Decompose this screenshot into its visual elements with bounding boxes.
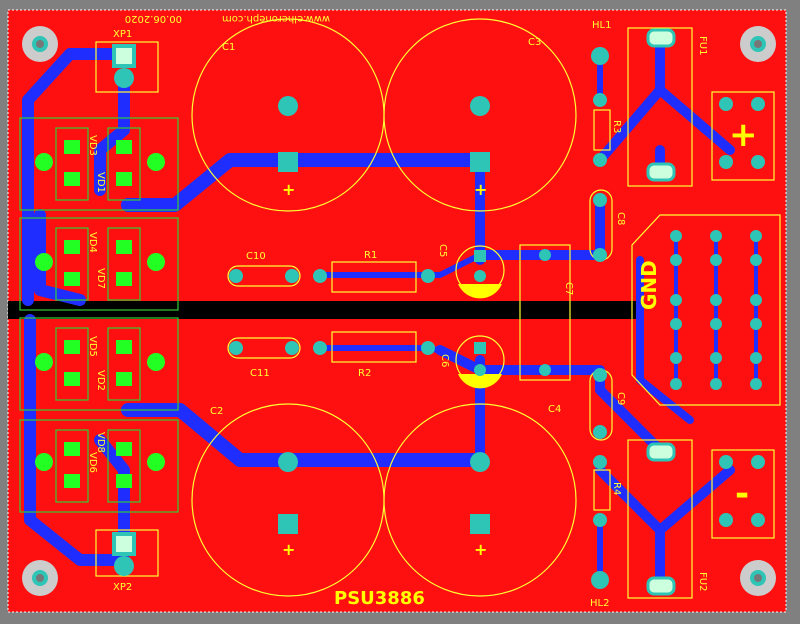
label-c2: C2	[210, 406, 223, 417]
label-vd4: VD4	[87, 232, 98, 253]
label-vd1: VD1	[95, 172, 106, 193]
gnd-pad	[670, 318, 682, 330]
label-fu2: FU2	[697, 572, 708, 591]
gnd-pad	[710, 378, 722, 390]
label-vd6: VD6	[87, 452, 98, 473]
label-vd3: VD3	[87, 135, 98, 156]
diode-pads	[35, 140, 165, 488]
label-r3: R3	[611, 120, 622, 133]
gnd-pad	[710, 352, 722, 364]
through-hole-pads	[112, 28, 765, 596]
board-name: PSU3886	[334, 588, 425, 609]
gnd-pad	[670, 230, 682, 242]
label-hl1: HL1	[592, 20, 611, 31]
label-c7: C7	[563, 282, 574, 295]
gnd-pad	[750, 352, 762, 364]
label-c11: C11	[250, 368, 270, 379]
gnd-pad	[710, 318, 722, 330]
label-vd2: VD2	[95, 370, 106, 391]
label-c6: C6	[439, 354, 450, 367]
label-hl2: HL2	[590, 598, 609, 609]
label-date: 00.06.2020	[125, 13, 182, 24]
label-url: www.elheroneph.com	[222, 13, 330, 24]
c2-plus-mark: +	[282, 540, 295, 559]
mounting-holes	[22, 26, 776, 596]
c4-plus-mark: +	[474, 540, 487, 559]
ground-split-band	[8, 301, 638, 319]
gnd-label: GND	[637, 260, 661, 310]
gnd-pad	[750, 230, 762, 242]
minus-label: -	[735, 474, 749, 514]
silkscreen-labels: XP1 XP2 C1 C3 C2 C4 C10 C11 R1 R2 HL1 HL…	[87, 13, 758, 609]
c3-plus-mark: +	[474, 180, 487, 199]
label-c8: C8	[615, 212, 626, 225]
label-r1: R1	[364, 250, 377, 261]
gnd-pad	[750, 254, 762, 266]
label-c3: C3	[528, 37, 541, 48]
label-vd7: VD7	[95, 268, 106, 289]
gnd-pad-grid	[670, 230, 762, 390]
c1-plus-mark: +	[282, 180, 295, 199]
gnd-pad	[670, 352, 682, 364]
label-c9: C9	[615, 392, 626, 405]
gnd-pad	[750, 294, 762, 306]
gnd-pad	[710, 254, 722, 266]
gnd-pad	[670, 254, 682, 266]
diode-outlines	[19, 117, 179, 513]
label-c10: C10	[246, 251, 266, 262]
label-c4: C4	[548, 404, 561, 415]
electrolytic-capacitors	[191, 18, 577, 597]
label-xp1: XP1	[113, 29, 132, 40]
label-r4: R4	[611, 482, 622, 495]
gnd-pad	[710, 230, 722, 242]
c5-polarity-fill	[458, 284, 502, 299]
label-vd8: VD8	[95, 432, 106, 453]
label-vd5: VD5	[87, 336, 98, 357]
c6-polarity-fill	[458, 374, 502, 389]
gnd-pad	[670, 378, 682, 390]
label-fu1: FU1	[697, 36, 708, 55]
plus-label: +	[729, 115, 758, 155]
label-xp2: XP2	[113, 582, 132, 593]
label-c5: C5	[437, 244, 448, 257]
gnd-pad	[710, 294, 722, 306]
gnd-pad	[670, 294, 682, 306]
gnd-pad	[750, 318, 762, 330]
label-c1: C1	[222, 42, 235, 53]
label-r2: R2	[358, 368, 371, 379]
gnd-pad	[750, 378, 762, 390]
